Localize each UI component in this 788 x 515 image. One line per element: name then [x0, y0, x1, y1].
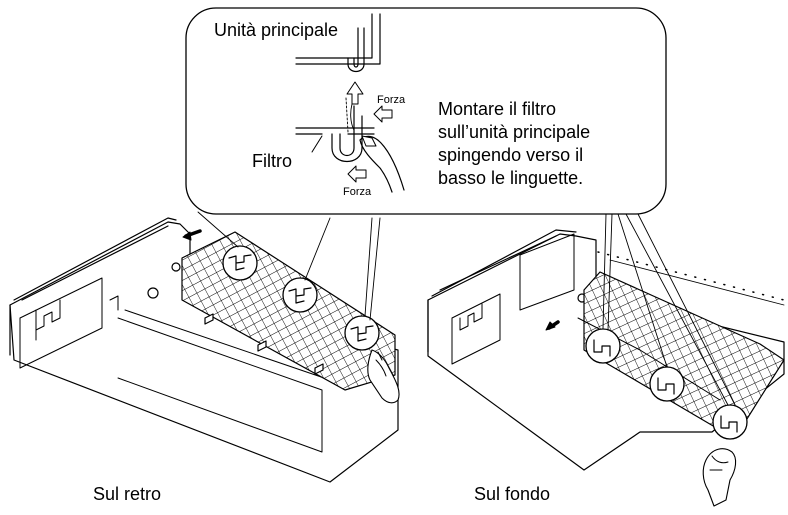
detail-callout-bubble: [185, 7, 667, 215]
right-hand-icon: [702, 448, 737, 507]
left-tab-detail-2: [282, 277, 318, 313]
instruction-line-2: sull’unità principale: [438, 122, 591, 142]
right-tab-detail-2: [649, 366, 685, 402]
instruction-line-4: basso le linguette.: [438, 168, 584, 188]
force-label-top: Forza: [377, 94, 406, 106]
left-tab-detail-3: [344, 315, 380, 351]
left-indoor-unit: [9, 211, 400, 483]
filter-label: Filtro: [252, 151, 292, 171]
right-indoor-unit: [427, 213, 785, 507]
right-tab-detail-1: [585, 328, 621, 364]
left-tab-detail-1: [222, 245, 258, 281]
caption-bottom: Sul fondo: [474, 484, 551, 504]
instruction-line-3: spingendo verso il: [438, 145, 584, 165]
instruction-text: Montare il filtro sull’unità principale …: [438, 98, 590, 190]
instruction-line-1: Montare il filtro: [438, 99, 557, 119]
main-unit-label: Unità principale: [214, 20, 339, 40]
caption-rear: Sul retro: [93, 484, 162, 504]
left-hand-icon: [367, 349, 400, 404]
right-tab-detail-3: [712, 404, 748, 440]
force-label-bottom: Forza: [343, 186, 372, 198]
